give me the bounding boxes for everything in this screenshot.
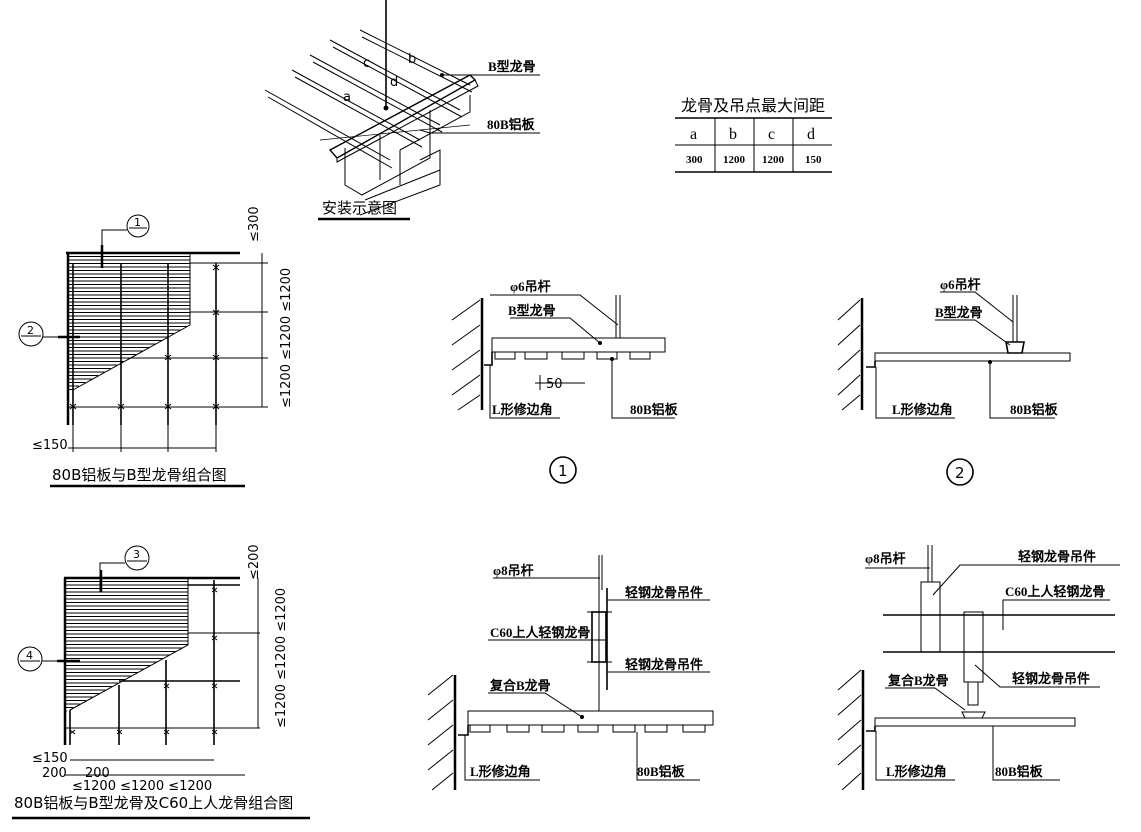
plan-2: ≤200 ≤1200 ≤1200 ≤1200 ≤150 200 200 ≤120… — [12, 544, 310, 820]
b-keel-clip — [1005, 341, 1025, 354]
label-keel: B型龙骨 — [935, 305, 983, 320]
hanger-bottom — [963, 611, 984, 683]
b-keel-band — [491, 337, 666, 353]
table-header-a: a — [690, 126, 697, 143]
label-keel: 复合B龙骨 — [489, 678, 551, 693]
label-keel: 复合B龙骨 — [887, 673, 949, 688]
dim-edge-2: 200 — [42, 766, 67, 781]
section-number: 2 — [955, 464, 965, 482]
section-1: φ6吊杆 B型龙骨 50 L形修边角 80B铝板 1 — [451, 279, 679, 484]
table-header-c: c — [768, 126, 775, 143]
label-rod: φ6吊杆 — [940, 277, 981, 292]
label-hanger-bottom: 轻钢龙骨吊件 — [1012, 671, 1090, 686]
spacing-table: 龙骨及吊点最大间距 a b c d 300 1200 1200 150 — [675, 96, 832, 173]
svg-text:1: 1 — [134, 216, 141, 229]
label-hanger-top: 轻钢龙骨吊件 — [625, 585, 703, 600]
hanger-marks — [69, 587, 218, 735]
table-header-b: b — [729, 126, 737, 143]
label-rod: φ8吊杆 — [865, 551, 906, 566]
svg-text:4: 4 — [26, 649, 33, 662]
hanger-top — [920, 581, 941, 653]
label-rod: φ8吊杆 — [493, 563, 534, 578]
section-number-circle — [549, 456, 577, 484]
label-hanger-top: 轻钢龙骨吊件 — [1018, 549, 1096, 564]
label-hanger-bottom: 轻钢龙骨吊件 — [625, 657, 703, 672]
section-4: φ8吊杆 轻钢龙骨吊件 C60上人轻钢龙骨 轻钢龙骨吊件 复合B龙骨 L形修边角… — [837, 545, 1120, 791]
wall-hatch — [451, 299, 481, 411]
label-panel: 80B铝板 — [1010, 402, 1059, 417]
dim-label-c: c — [363, 56, 370, 71]
table-value-d: 150 — [805, 154, 822, 166]
label-c60: C60上人轻钢龙骨 — [1005, 584, 1105, 599]
label-80b-panel: 80B铝板 — [487, 117, 536, 132]
label-c60: C60上人轻钢龙骨 — [490, 625, 590, 640]
install-diagram-title: 安装示意图 — [322, 199, 397, 217]
panels — [494, 351, 651, 360]
iso-rod-node — [383, 105, 389, 111]
label-rod: φ6吊杆 — [510, 279, 551, 294]
label-trim: L形修边角 — [892, 402, 953, 417]
dim-bottom-1: 200 — [85, 766, 110, 781]
leader-panel — [419, 129, 540, 134]
dim-edge: ≤150 — [32, 751, 68, 766]
install-diagram: c b d a B型龙骨 80B铝板 安装示意图 — [264, 0, 540, 221]
callout-1: 1 — [100, 214, 150, 268]
dim-edge: ≤150 — [32, 438, 68, 453]
table-title: 龙骨及吊点最大间距 — [681, 96, 825, 115]
dim-side: ≤1200 ≤1200 ≤1200 — [274, 588, 289, 728]
table-value-b: 1200 — [723, 154, 746, 166]
label-panel: 80B铝板 — [995, 764, 1044, 779]
label-panel: 80B铝板 — [637, 764, 686, 779]
section-number: 1 — [558, 462, 568, 480]
dim-side: ≤1200 ≤1200 ≤1200 — [279, 268, 294, 408]
panel-hatching — [65, 581, 188, 712]
plan-1: ≤300 ≤1200 ≤1200 ≤1200 ≤150 1 2 80B铝板与B型… — [18, 206, 294, 488]
svg-text:3: 3 — [133, 548, 140, 561]
section-3: φ8吊杆 轻钢龙骨吊件 C60上人轻钢龙骨 轻钢龙骨吊件 复合B龙骨 L形修边角… — [427, 555, 714, 791]
dim-label-d: d — [390, 75, 398, 90]
panel — [874, 352, 1071, 362]
callout-4: 4 — [17, 646, 80, 672]
label-b-keel: B型龙骨 — [488, 59, 536, 74]
label-panel: 80B铝板 — [630, 402, 679, 417]
dim-50: 50 — [546, 377, 563, 392]
table-header-d: d — [807, 126, 815, 143]
label-trim: L形修边角 — [886, 764, 947, 779]
table-value-a: 300 — [686, 154, 703, 166]
panel-hatching — [68, 256, 190, 390]
callout-3: 3 — [99, 545, 150, 592]
dim-label-b: b — [408, 52, 416, 67]
plan-2-title: 80B铝板与B型龙骨及C60上人龙骨组合图 — [14, 794, 293, 812]
svg-text:2: 2 — [27, 324, 34, 337]
hanger-marks — [69, 264, 220, 410]
table-value-c: 1200 — [762, 154, 785, 166]
dim-bottom-2: ≤1200 ≤1200 ≤1200 — [72, 779, 212, 794]
label-keel: B型龙骨 — [508, 303, 556, 318]
label-trim: L形修边角 — [470, 764, 531, 779]
section-2: φ6吊杆 B型龙骨 L形修边角 80B铝板 2 — [837, 277, 1071, 486]
plan-1-title: 80B铝板与B型龙骨组合图 — [52, 466, 227, 484]
label-trim: L形修边角 — [492, 402, 553, 417]
dim-top: ≤300 — [247, 206, 262, 242]
dim-top: ≤200 — [247, 544, 262, 580]
b-keel-band — [467, 710, 714, 726]
iso-runners — [264, 29, 479, 216]
dim-label-a: a — [343, 90, 351, 105]
callout-2: 2 — [18, 321, 80, 347]
